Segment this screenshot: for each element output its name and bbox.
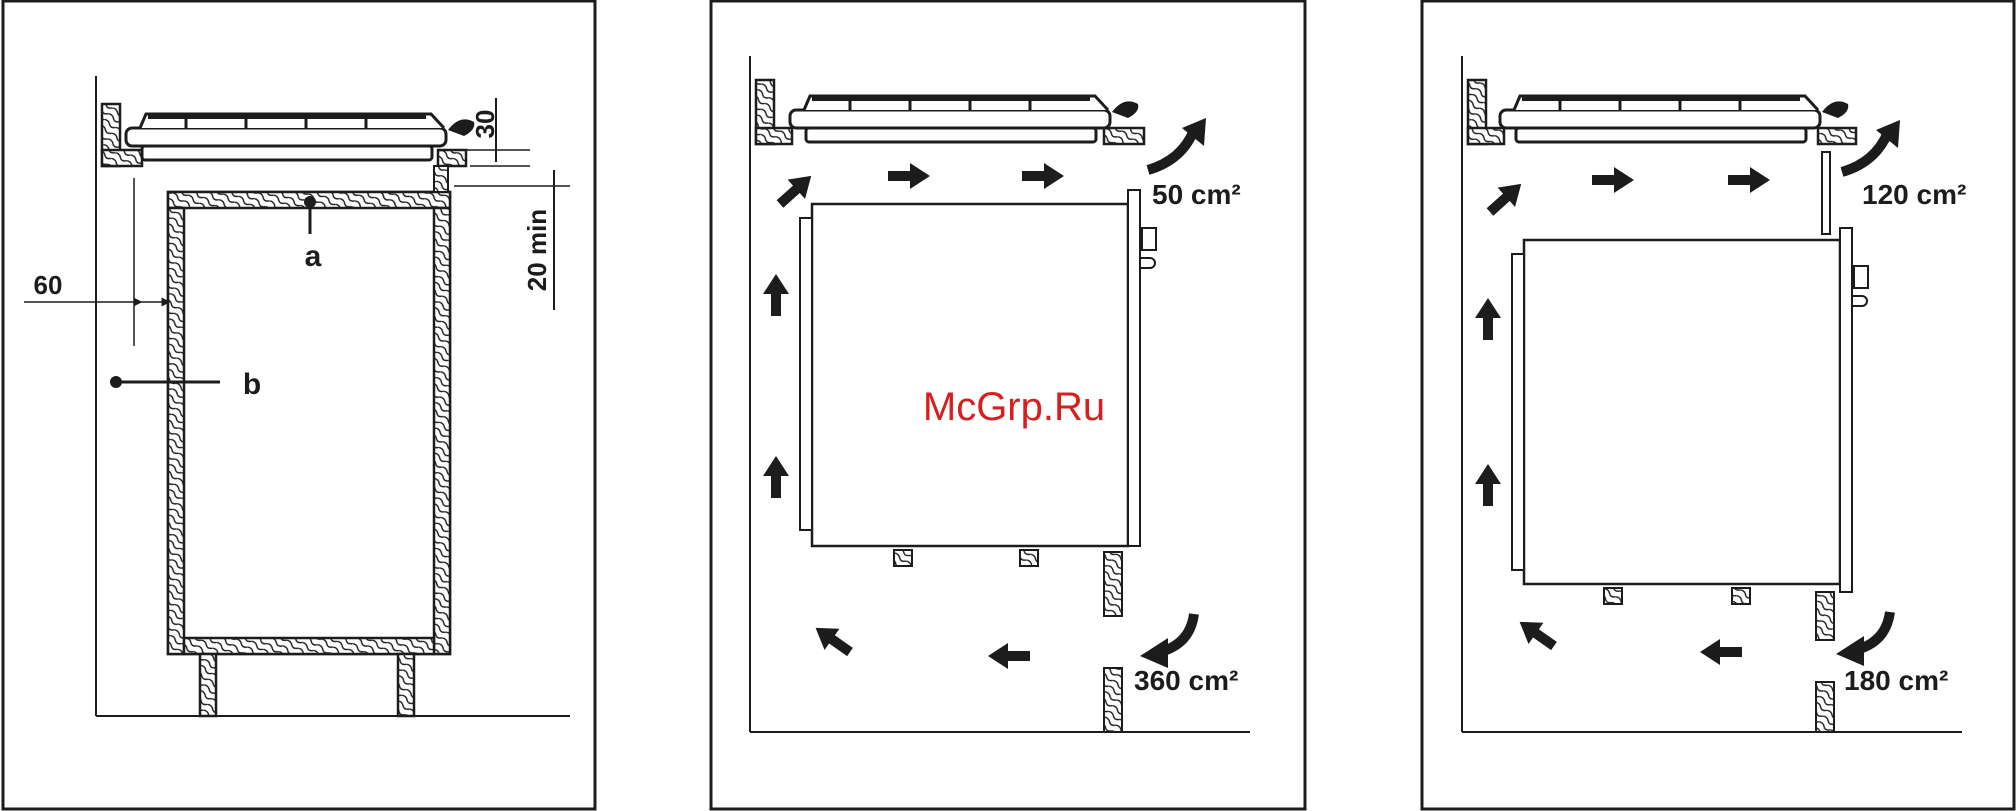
oven-handle <box>1140 258 1155 268</box>
oven-support-right <box>1020 550 1038 566</box>
airflow-arrow-icon <box>763 274 789 316</box>
oven-back-plate <box>800 218 812 530</box>
airflow-arrow-icon <box>1728 167 1770 193</box>
dim-20-label: 20 min <box>522 209 552 291</box>
panel-ventilation-120-180: 120 cm² 180 cm² <box>1422 1 2014 809</box>
airflow-arrow-icon <box>988 643 1030 669</box>
oven-support-left <box>894 550 912 566</box>
vent-bottom-label: 360 cm² <box>1134 665 1238 696</box>
dim-30-label: 30 <box>470 110 500 139</box>
worktop-left <box>756 128 792 144</box>
worktop-left <box>1468 128 1504 144</box>
cabinet-front-strip <box>1822 152 1830 234</box>
airflow-arrow-icon <box>1475 298 1501 340</box>
oven-support-left <box>1604 588 1622 604</box>
oven-support-right <box>1732 588 1750 604</box>
plinth-upper <box>1816 592 1834 640</box>
cabinet-left-side <box>168 208 184 654</box>
vent-bottom-label: 180 cm² <box>1844 665 1948 696</box>
oven-knob <box>1142 228 1156 250</box>
curved-airflow-arrow-head <box>1836 636 1864 666</box>
cabinet-front-strip <box>434 166 448 192</box>
airflow-arrow-icon <box>1481 174 1530 221</box>
dim-60-label: 60 <box>34 270 63 300</box>
worktop-right <box>1818 128 1856 144</box>
cabinet-right-side <box>434 208 450 654</box>
airflow-arrow-icon <box>1022 163 1064 189</box>
oven-knob <box>1854 266 1868 288</box>
plinth-upper <box>1104 552 1122 616</box>
airflow-arrow-icon <box>1592 167 1634 193</box>
worktop-right <box>438 150 466 166</box>
airflow-arrow-icon <box>763 456 789 498</box>
hob-side-view <box>126 114 474 160</box>
curved-airflow-arrow-icon <box>1148 130 1194 170</box>
oven-front-panel <box>1840 228 1852 592</box>
vent-top-label: 50 cm² <box>1152 179 1241 210</box>
hob-side-view <box>1500 96 1848 142</box>
worktop-right <box>1104 128 1144 144</box>
cabinet-leg-right <box>398 654 414 716</box>
hob-side-view <box>790 96 1138 142</box>
label-a: a <box>305 240 322 273</box>
plinth-lower <box>1816 682 1834 732</box>
panel-cabinet-dimensions: 30 20 min 60 a b <box>3 1 595 809</box>
oven-body <box>812 204 1128 546</box>
curved-airflow-arrow-head <box>1140 638 1168 668</box>
oven-back-plate <box>1512 254 1524 570</box>
airflow-arrow-icon <box>1475 464 1501 506</box>
airflow-arrow-icon <box>1700 639 1742 665</box>
plinth-lower <box>1104 668 1122 732</box>
airflow-arrow-icon <box>1512 611 1561 656</box>
cabinet-bottom-panel <box>184 638 434 654</box>
label-b: b <box>243 368 261 401</box>
cabinet-leg-left <box>200 654 216 716</box>
worktop-left <box>102 150 142 166</box>
oven-body <box>1524 240 1840 584</box>
vent-top-label: 120 cm² <box>1862 179 1966 210</box>
airflow-arrow-icon <box>808 617 857 662</box>
oven-front-panel <box>1128 190 1140 546</box>
panel-ventilation-50-360: 50 cm² 360 cm² McGrp.Ru <box>711 1 1305 809</box>
airflow-arrow-icon <box>888 163 930 189</box>
watermark: McGrp.Ru <box>923 385 1105 429</box>
oven-handle <box>1852 296 1867 306</box>
